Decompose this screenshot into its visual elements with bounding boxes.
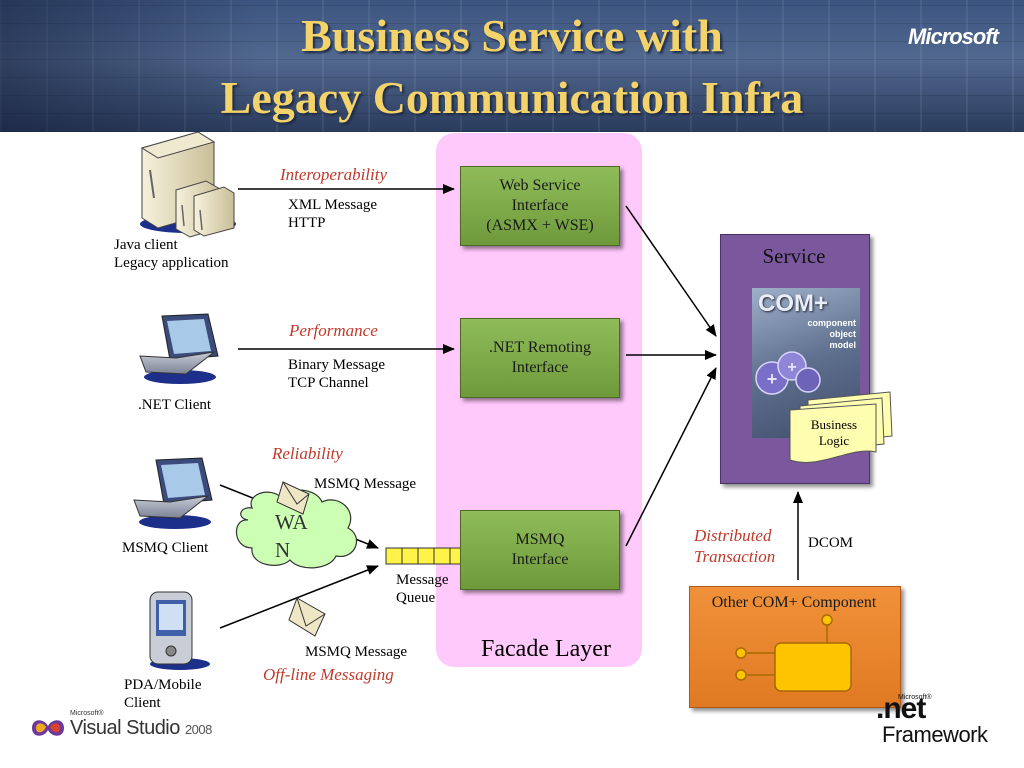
wan-cloud-icon [235,489,358,569]
vs-year: 2008 [184,722,212,737]
header-shade [0,0,260,132]
title-line-1: Business Service with [301,10,723,61]
msmq-client-label: MSMQ Client [122,540,209,556]
dcom-label: DCOM [808,535,854,551]
vs-name: Visual Studio 2008 [70,717,212,739]
web-service-interface: Web Service Interface (ASMX + WSE) [460,166,620,246]
dotnet-client-label: .NET Client [138,397,212,413]
envelope-icon [276,481,310,515]
remoting-interface: .NET Remoting Interface [460,318,620,398]
header-banner: Business Service with Legacy Communicati… [0,0,1024,132]
msmq-interface: MSMQ Interface [460,510,620,590]
binary-message-label: Binary Message TCP Channel [288,357,386,391]
vs-brand: Microsoft® [70,710,104,717]
envelope-icon [288,597,326,637]
server-icon [140,131,236,238]
arrow-ws-service [625,205,717,337]
msmq-message-label: MSMQ Message [314,476,417,492]
pda-icon [149,591,210,670]
message-queue-icon [385,547,469,565]
java-client-label: Java client Legacy application [114,237,229,271]
performance-label: Performance [289,321,378,340]
microsoft-logo: Microsoft [908,24,999,49]
pda-client-label: PDA/Mobile Client [124,677,202,711]
distributed-transaction-label: Distributed Transaction [694,526,776,566]
wan-label: WA N [275,510,308,562]
title-line-2: Legacy Communication Infra [220,72,804,123]
other-complus-label: Other COM+ Component [711,594,877,611]
business-logic-label: Business Logic [810,417,858,448]
laptop-icon [139,313,219,384]
complus-title: COM+ [758,290,829,317]
laptop-icon [133,457,213,529]
msmq-message-label: MSMQ Message [305,644,408,660]
arrow-msmq-service [625,367,717,547]
reliability-label: Reliability [272,444,343,463]
net-brand: Microsoft® [898,694,932,701]
net-framework: Framework [882,722,988,747]
complus-subtitle: component object model [807,318,857,350]
interoperability-label: Interoperability [280,165,388,184]
xml-message-label: XML Message HTTP [288,197,378,231]
arrow-pda-client [219,565,379,629]
net-name: .net [876,692,926,725]
message-queue-label: Message Queue [396,572,449,606]
offline-messaging-label: Off-line Messaging [263,665,394,684]
facade-layer-label: Facade Layer [481,636,611,662]
service-label: Service [762,244,826,268]
visual-studio-icon [32,720,64,736]
